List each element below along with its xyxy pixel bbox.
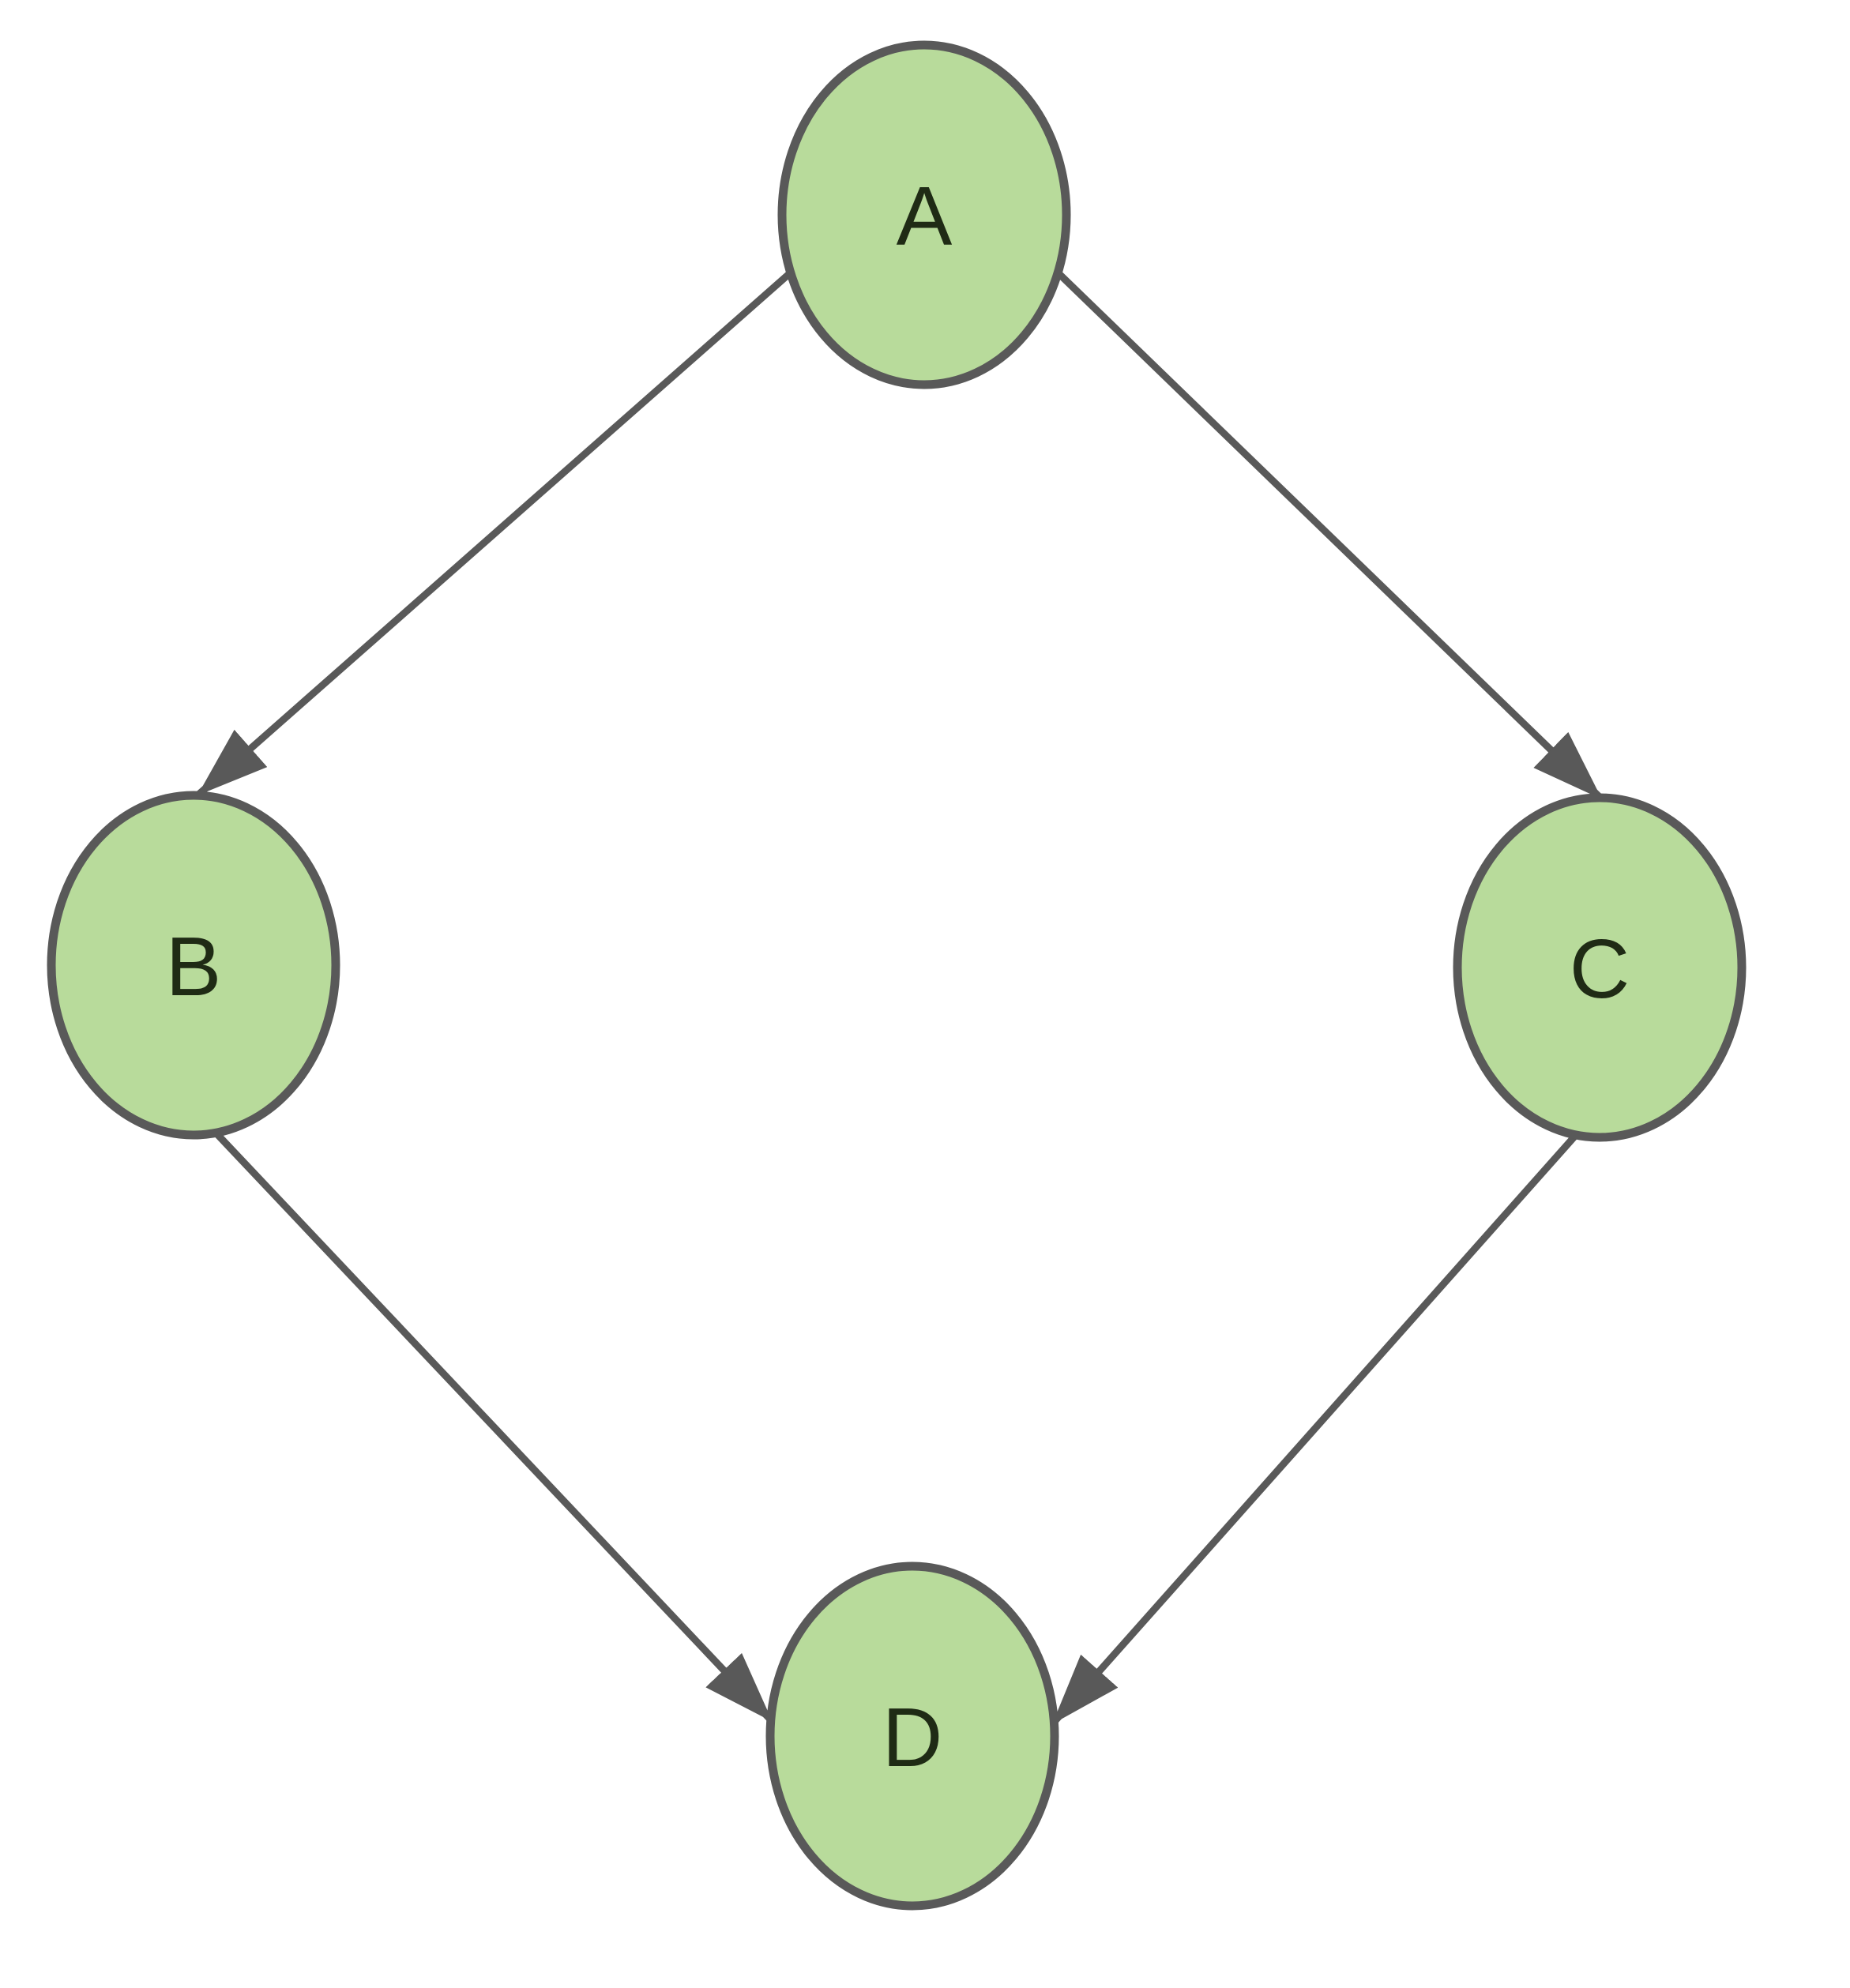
node-D: D xyxy=(765,1561,1059,1911)
node-C-label: C xyxy=(1570,923,1630,1016)
node-B-label: B xyxy=(166,920,222,1013)
edge-A-C xyxy=(1055,269,1605,802)
node-B: B xyxy=(47,791,340,1140)
node-D-label: D xyxy=(882,1691,943,1784)
edge-B-D xyxy=(212,1129,776,1725)
node-A-label: A xyxy=(897,170,953,263)
node-D-shape xyxy=(765,1561,1059,1911)
edge-C-D xyxy=(1049,1133,1579,1727)
edge-A-B xyxy=(195,269,793,799)
node-A: A xyxy=(777,40,1071,389)
edge-A-C-line xyxy=(1055,269,1605,802)
edge-B-D-line xyxy=(212,1129,776,1725)
edge-C-D-line xyxy=(1049,1133,1579,1727)
node-C: C xyxy=(1453,793,1747,1142)
node-C-shape xyxy=(1453,793,1747,1142)
node-A-shape xyxy=(777,40,1071,389)
node-B-shape xyxy=(47,791,340,1140)
edge-A-B-line xyxy=(195,269,793,799)
